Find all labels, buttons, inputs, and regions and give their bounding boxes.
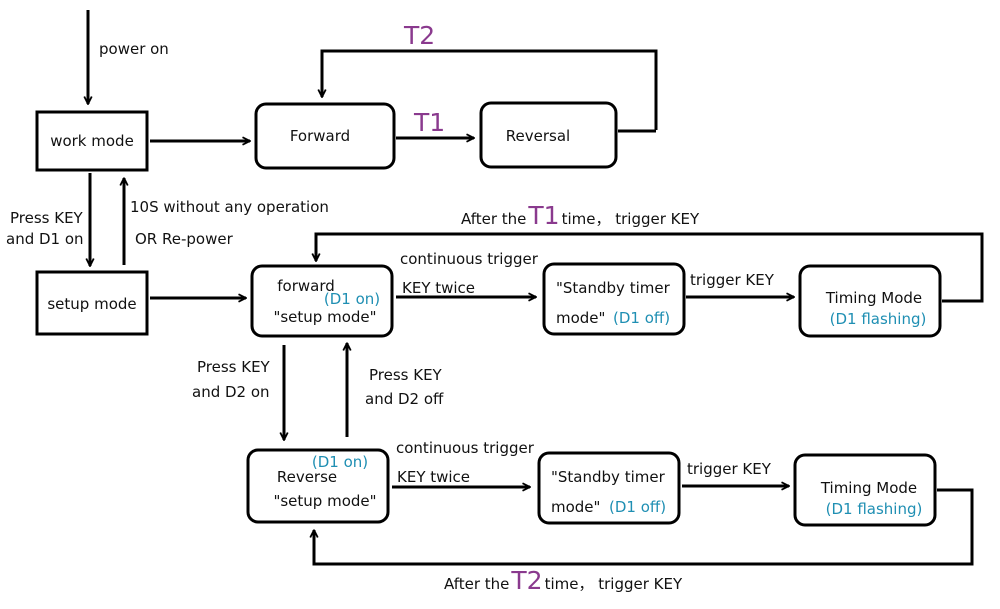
timing2-d1-status: (D1 flashing)	[826, 500, 923, 518]
continuous-trigger-2-line1: continuous trigger	[396, 439, 535, 457]
t1-label: T1	[413, 108, 445, 137]
after-t1-loop-arrow	[316, 232, 984, 303]
work-mode-label: work mode	[50, 132, 134, 150]
continuous-trigger-2-line2: KEY twice	[397, 468, 470, 486]
forward-setup-box	[250, 264, 394, 338]
standby2-line1: "Standby timer	[551, 468, 666, 486]
standby-timer-box-2	[537, 451, 681, 525]
after-t2-loop-arrow	[314, 488, 974, 566]
press-key-d1-line1: Press KEY	[10, 209, 84, 227]
timing1-line1: Timing Mode	[825, 289, 922, 307]
ten-s-line1: 10S without any operation	[130, 198, 329, 216]
continuous-trigger-1-line1: continuous trigger	[400, 250, 539, 268]
standby-timer-box-1	[542, 262, 686, 336]
trigger-key-1-label: trigger KEY	[690, 271, 775, 289]
reversal-label: Reversal	[506, 127, 570, 145]
standby1-d1-status: (D1 off)	[613, 309, 670, 327]
press-key-d2-off-line1: Press KEY	[369, 366, 443, 384]
press-key-d2-off-line2: and D2 off	[365, 390, 444, 408]
reverse-setup-d1-status: (D1 on)	[312, 453, 368, 471]
reversal-box	[479, 101, 618, 169]
trigger-key-2-label: trigger KEY	[687, 460, 772, 478]
press-key-d2-on-line1: Press KEY	[197, 358, 271, 376]
power-on-label: power on	[99, 40, 169, 58]
forward-setup-line2: "setup mode"	[273, 308, 376, 326]
timing-mode-box-1	[798, 264, 942, 338]
reverse-setup-line1: Reverse	[277, 468, 337, 486]
setup-mode-label: setup mode	[47, 295, 136, 313]
timing1-d1-status: (D1 flashing)	[830, 310, 927, 328]
press-key-d1-line2: and D1 on	[6, 230, 84, 248]
ten-s-line2: OR Re-power	[135, 230, 234, 248]
standby2-line2: mode"	[551, 498, 600, 516]
setup-mode-box	[35, 270, 149, 336]
work-mode-box	[35, 110, 149, 172]
timing2-line1: Timing Mode	[820, 479, 917, 497]
standby2-d1-status: (D1 off)	[609, 498, 666, 516]
t2-label: T2	[403, 21, 435, 50]
reverse-setup-line2: "setup mode"	[273, 492, 376, 510]
continuous-trigger-1-line2: KEY twice	[402, 279, 475, 297]
timing-mode-box-2	[793, 453, 937, 527]
standby1-line2: mode"	[556, 309, 605, 327]
press-key-d2-on-line2: and D2 on	[192, 383, 270, 401]
forward-label: Forward	[290, 127, 350, 145]
reverse-setup-box	[246, 448, 390, 524]
t2-loop-arrow	[322, 49, 658, 130]
forward-box	[254, 102, 396, 170]
standby1-line1: "Standby timer	[556, 279, 671, 297]
forward-setup-d1-status: (D1 on)	[324, 290, 380, 308]
forward-setup-line1: forward	[277, 277, 335, 295]
